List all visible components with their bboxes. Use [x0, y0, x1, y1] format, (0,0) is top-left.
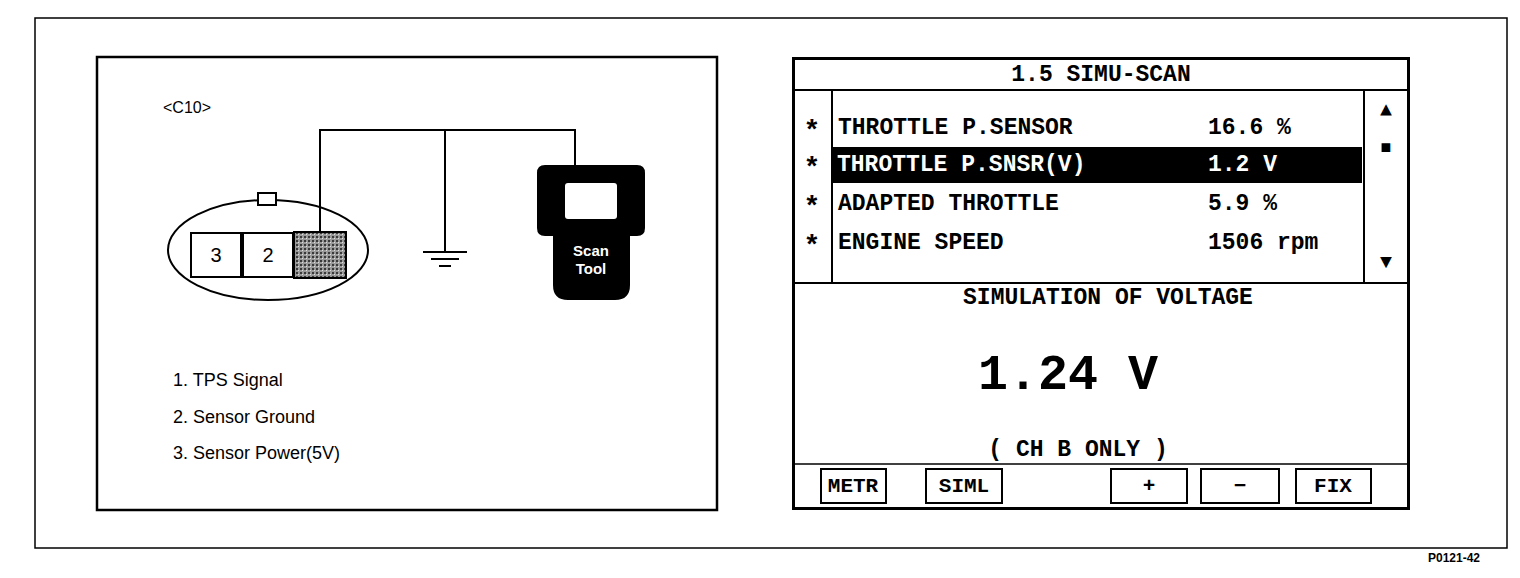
parameter-value: 5.9 % [1208, 191, 1277, 217]
connector-tab [258, 193, 276, 205]
select-mark: * [804, 192, 821, 223]
signal-wire [320, 130, 575, 232]
ground-wire [444, 130, 446, 252]
scroll-down: ▼ [1380, 251, 1392, 274]
figure-code: P0121-42 [1428, 551, 1480, 565]
connector-outline [168, 200, 368, 300]
scroll-thumb: ■ [1381, 138, 1392, 158]
pin-cell: 2 [242, 232, 294, 278]
scan-tool-body [537, 165, 645, 300]
node-text: Scan Tool [563, 242, 619, 278]
list-divider [792, 282, 1410, 284]
node-text: SIML [939, 475, 989, 498]
node-text: FIX [1314, 475, 1352, 498]
select-mark: * [804, 153, 821, 184]
left-panel [97, 57, 717, 510]
tps-signal-pin [294, 232, 346, 278]
ground-symbol [431, 258, 459, 260]
softkey-button: SIML [925, 468, 1003, 504]
connector-name: <C10> [163, 99, 211, 117]
parameter-value: 16.6 % [1208, 115, 1291, 141]
sim-heading: SIMULATION OF VOLTAGE [963, 285, 1253, 311]
softkey-button: − [1200, 468, 1280, 504]
ground-symbol [423, 251, 467, 253]
screen-title: 1.5 SIMU-SCAN [795, 60, 1407, 90]
parameter-name: THROTTLE P.SNSR(V) [837, 147, 1085, 183]
scrollbar-divider [1363, 90, 1365, 283]
sim-value: 1.24 V [978, 347, 1158, 404]
title-divider [792, 89, 1410, 91]
softkey-button: METR [820, 468, 887, 504]
outer-frame [35, 18, 1507, 548]
node-text: 3 [210, 244, 221, 267]
pin-legend: 2. Sensor Ground [173, 407, 315, 428]
select-mark: * [804, 116, 821, 147]
column-divider [831, 90, 833, 283]
highlighted-row: THROTTLE P.SNSR(V) 1.2 V [833, 147, 1362, 183]
node-text: METR [828, 475, 878, 498]
softkey-button: + [1110, 468, 1188, 504]
channel-note: ( CH B ONLY ) [988, 437, 1167, 463]
parameter-value: 1.2 V [1208, 147, 1277, 183]
node-text: 2 [262, 244, 273, 267]
pin-legend: 3. Sensor Power(5V) [173, 443, 340, 464]
pin-cell: 3 [190, 232, 242, 278]
parameter-name: THROTTLE P.SENSOR [838, 115, 1073, 141]
scroll-up: ▲ [1380, 99, 1392, 122]
node-text: − [1234, 475, 1247, 498]
parameter-name: ENGINE SPEED [838, 230, 1004, 256]
parameter-value: 1506 rpm [1208, 230, 1318, 256]
scan-tool-screen [565, 183, 617, 219]
ground-symbol [439, 265, 451, 267]
scan-tool: Scan Tool [537, 165, 645, 300]
select-mark: * [804, 231, 821, 262]
button-row-divider [792, 463, 1410, 465]
softkey-button: FIX [1295, 468, 1372, 504]
pin-legend: 1. TPS Signal [173, 370, 283, 391]
node-text: + [1143, 475, 1156, 498]
parameter-name: ADAPTED THROTTLE [838, 191, 1059, 217]
